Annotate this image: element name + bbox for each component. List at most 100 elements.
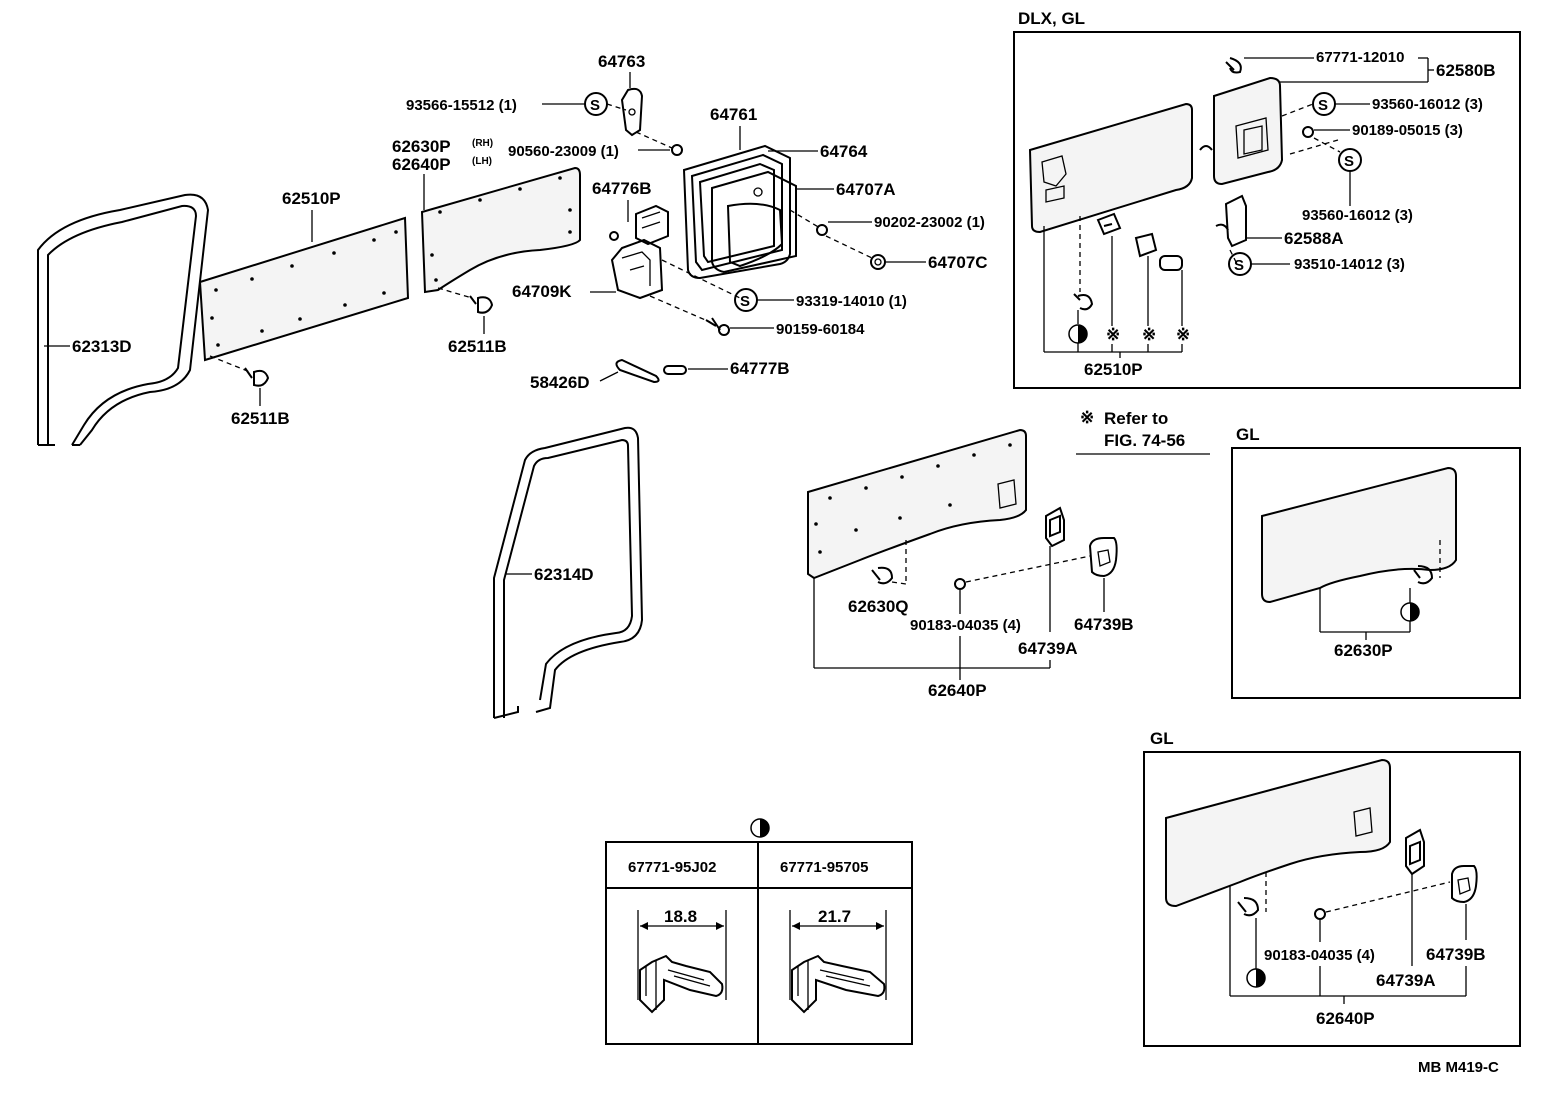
box-dlx-gl — [1013, 31, 1521, 389]
label-64776b: 64776B — [592, 179, 652, 198]
label-64709k: 64709K — [512, 282, 572, 301]
door-trim-panel-62640p-center — [807, 428, 1027, 580]
refer-note-line2: FIG. 74-56 — [1104, 431, 1185, 450]
label-62630q: 62630Q — [848, 597, 909, 616]
label-64707c: 64707C — [928, 253, 988, 272]
star-marker-refer: ※ — [1080, 408, 1094, 427]
panel-62630p-gl — [1261, 466, 1457, 604]
clip-table-col2-dim: 21.7 — [818, 907, 851, 926]
label-62640p-center: 62640P — [928, 681, 987, 700]
clip-dimension-col2 — [789, 910, 887, 1000]
box-title-gl-bottom: GL — [1150, 729, 1174, 748]
label-90560: 90560-23009 (1) — [508, 143, 619, 160]
screw-symbol-93319-letter: S — [740, 293, 750, 310]
label-62511b-lower: 62511B — [231, 409, 290, 428]
panel-62510p-dlx — [1028, 102, 1193, 234]
lock-knob-64776b — [609, 204, 669, 246]
label-90159: 90159-60184 — [776, 321, 865, 338]
label-62511b-upper: 62511B — [448, 337, 507, 356]
half-filled-circle-icon — [1068, 324, 1088, 344]
label-64739a-gl: 64739A — [1376, 971, 1436, 990]
label-67771-12010: 67771-12010 — [1316, 49, 1404, 66]
label-62314d: 62314D — [534, 565, 594, 584]
label-62313d: 62313D — [72, 337, 132, 356]
door-trim-panel-62640p — [420, 166, 581, 294]
label-90189: 90189-05015 (3) — [1352, 122, 1463, 139]
clip-drawing-col1 — [639, 954, 724, 1014]
clip-62511b-lower — [244, 367, 270, 387]
panel-62640p-gl — [1165, 758, 1391, 908]
link-64763 — [620, 87, 644, 137]
clip-62511b-upper — [469, 295, 494, 314]
clip-table — [605, 841, 913, 1045]
clip-drawing-col2 — [791, 954, 886, 1014]
weatherstrip-62313d — [37, 193, 210, 446]
label-64739b-center: 64739B — [1074, 615, 1134, 634]
screw-symbol-93566-letter: S — [590, 97, 600, 114]
retainer-64739b-gl — [1451, 865, 1478, 904]
retainer-64739b-center — [1088, 537, 1118, 578]
box-gl-bottom — [1143, 751, 1521, 1047]
clip-gl-bottom — [1237, 897, 1260, 917]
nut-90560 — [671, 144, 683, 156]
weatherstrip-62314d — [493, 426, 644, 719]
screw-symbol-93560-b-letter: S — [1344, 153, 1354, 170]
label-93319: 93319-14010 (1) — [796, 293, 907, 310]
clip-64777b — [663, 365, 687, 375]
retainer-64739a-center — [1045, 506, 1065, 548]
label-62580b: 62580B — [1436, 61, 1496, 80]
label-64764: 64764 — [820, 142, 868, 161]
nut-90202 — [816, 224, 828, 236]
screw-67771-12010 — [1225, 57, 1242, 74]
label-62510p: 62510P — [282, 189, 341, 208]
star-marker-3: ※ — [1176, 325, 1190, 344]
label-90183-center: 90183-04035 (4) — [910, 617, 1021, 634]
clip-table-col1-part: 67771-95J02 — [628, 859, 716, 876]
clip-table-col1-dim: 18.8 — [664, 907, 697, 926]
half-filled-circle-icon-table — [750, 818, 770, 838]
box-gl-top — [1231, 447, 1521, 699]
clip-dimension-col1 — [637, 910, 727, 1000]
star-marker-2: ※ — [1142, 325, 1156, 344]
nut-90183-center — [954, 578, 966, 590]
screw-64707c — [870, 254, 886, 270]
screw-90159 — [705, 317, 730, 336]
label-62510p-box: 62510P — [1084, 360, 1143, 379]
lock-bracket-64709k — [610, 238, 664, 300]
panel-holes-62640p — [430, 176, 572, 282]
bezel-62580b — [1199, 76, 1284, 186]
cap-c — [1159, 255, 1183, 271]
label-93560-a: 93560-16012 (3) — [1372, 96, 1483, 113]
clip-table-col2-part: 67771-95705 — [780, 859, 868, 876]
label-90202: 90202-23002 (1) — [874, 214, 985, 231]
label-62588a: 62588A — [1284, 229, 1344, 248]
label-64777b: 64777B — [730, 359, 790, 378]
panel-holes-62510p — [210, 230, 398, 347]
retainer-64739a-gl — [1405, 828, 1425, 876]
label-64739b-gl: 64739B — [1426, 945, 1486, 964]
bracket-62588a — [1215, 194, 1247, 248]
label-93566: 93566-15512 (1) — [406, 97, 517, 114]
star-marker-1: ※ — [1106, 325, 1120, 344]
screw-symbol-93510-letter: S — [1234, 257, 1244, 274]
label-64763: 64763 — [598, 52, 645, 71]
half-filled-circle-icon-gl-bottom — [1246, 968, 1266, 988]
label-93510: 93510-14012 (3) — [1294, 256, 1405, 273]
cap-a — [1096, 212, 1122, 236]
label-64707a: 64707A — [836, 180, 896, 199]
label-62640p-lh-sub: (LH) — [472, 156, 492, 167]
inside-handle-bezel-64761 — [682, 144, 797, 280]
panel-holes-62640p-center — [814, 443, 1012, 554]
label-62630p-gl: 62630P — [1334, 641, 1393, 660]
half-filled-circle-icon-gl-top — [1400, 602, 1420, 622]
screw-symbol-93560-a-letter: S — [1318, 97, 1328, 114]
door-trim-panel-62510p — [198, 216, 410, 362]
label-64739a-center: 64739A — [1018, 639, 1078, 658]
clip-gl-top — [1413, 565, 1434, 585]
box-title-dlx-gl: DLX, GL — [1018, 9, 1085, 28]
box-title-gl-top: GL — [1236, 425, 1260, 444]
footer-code: MB M419-C — [1418, 1059, 1499, 1076]
cap-b — [1134, 232, 1158, 258]
label-62630p-rh: 62630P — [392, 137, 451, 156]
